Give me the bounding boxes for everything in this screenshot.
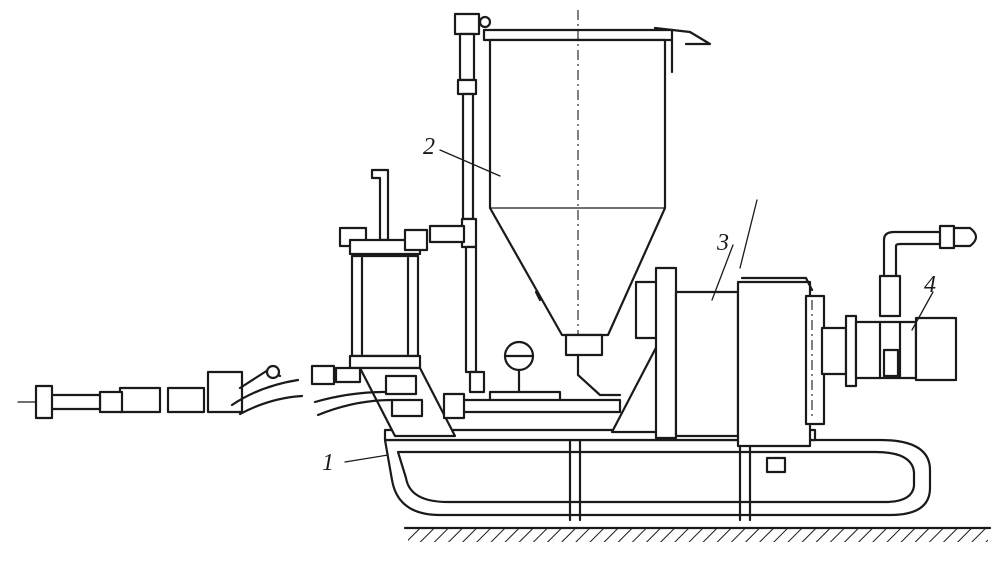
discharge-hose bbox=[17, 364, 304, 420]
callout-4: 4 bbox=[924, 272, 936, 298]
gauge bbox=[442, 290, 622, 420]
callout-2: 2 bbox=[423, 134, 435, 160]
callout-1: 1 bbox=[322, 450, 334, 476]
ground-hatch bbox=[403, 526, 992, 542]
motor bbox=[820, 224, 978, 388]
hopper bbox=[482, 10, 712, 397]
leader-lines bbox=[344, 149, 934, 463]
compressor bbox=[634, 266, 826, 448]
sled-frame bbox=[383, 438, 932, 522]
cylinder-assembly bbox=[310, 168, 466, 438]
callout-3: 3 bbox=[716, 230, 729, 256]
air-pipe bbox=[453, 12, 492, 394]
